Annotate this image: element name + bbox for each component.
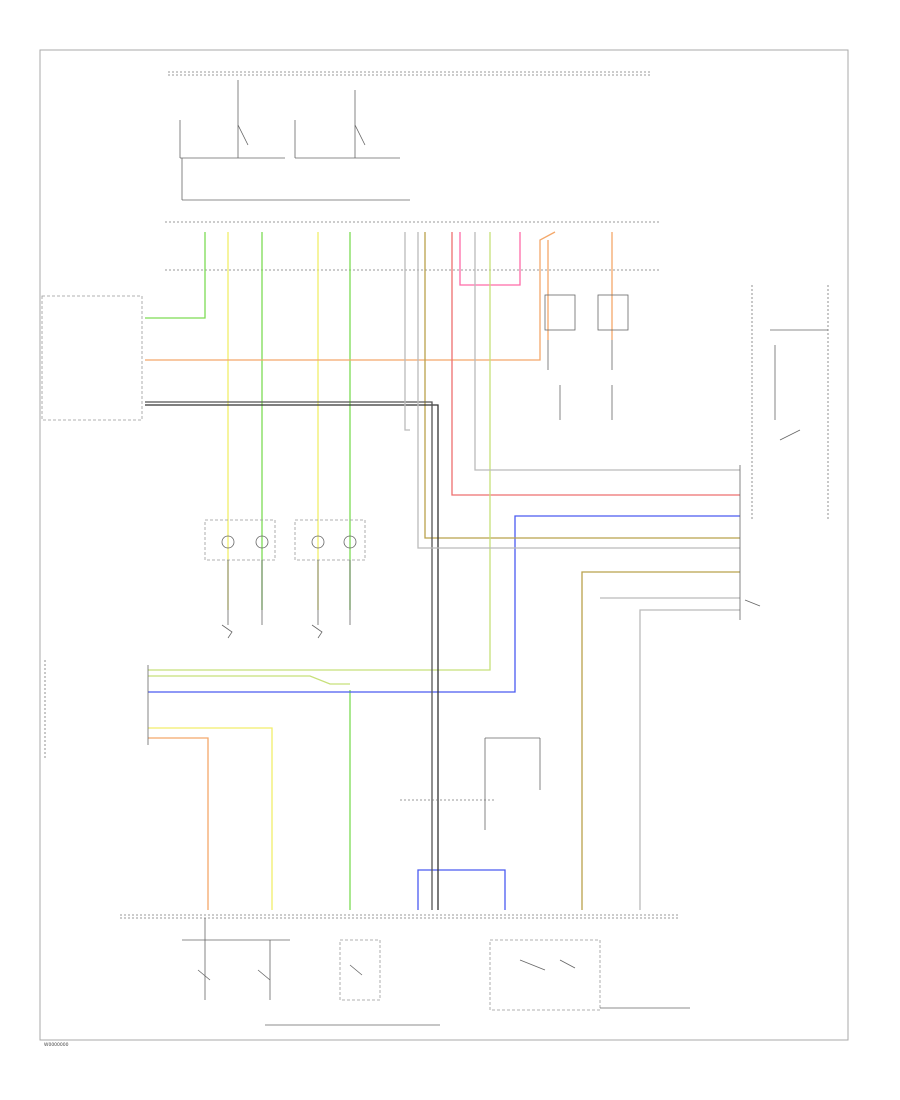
- bottom-switch-left: [182, 918, 290, 1000]
- headlamp-right: [294, 519, 366, 639]
- bottom-switch-center: [265, 939, 440, 1026]
- headlamp-left: [204, 519, 276, 639]
- right-relay-box: [751, 285, 829, 520]
- center-switch-module: [400, 737, 541, 830]
- wire-gray: [404, 232, 740, 910]
- footer-code: W0000000: [44, 1042, 69, 1048]
- wire-yellow: [148, 232, 319, 910]
- diagram-border: [39, 49, 849, 1041]
- left-module-connector: [44, 660, 149, 760]
- fuse-group-left: [179, 80, 410, 201]
- wire-orange: [145, 231, 613, 910]
- instrument-cluster-box: [41, 295, 143, 421]
- relay-pair-upper: [544, 294, 629, 420]
- top-power-bus: [168, 71, 650, 76]
- connector-row-top: [165, 221, 660, 271]
- passenger-module: [739, 465, 761, 620]
- wire-black: [145, 401, 439, 910]
- wire-red: [451, 232, 740, 496]
- wire-blue: [148, 515, 740, 910]
- bottom-bus: [120, 914, 680, 919]
- wire-green: [145, 232, 351, 910]
- wire-lightgreen: [148, 232, 491, 685]
- bottom-switch-right: [489, 939, 690, 1011]
- wire-olive: [424, 232, 740, 910]
